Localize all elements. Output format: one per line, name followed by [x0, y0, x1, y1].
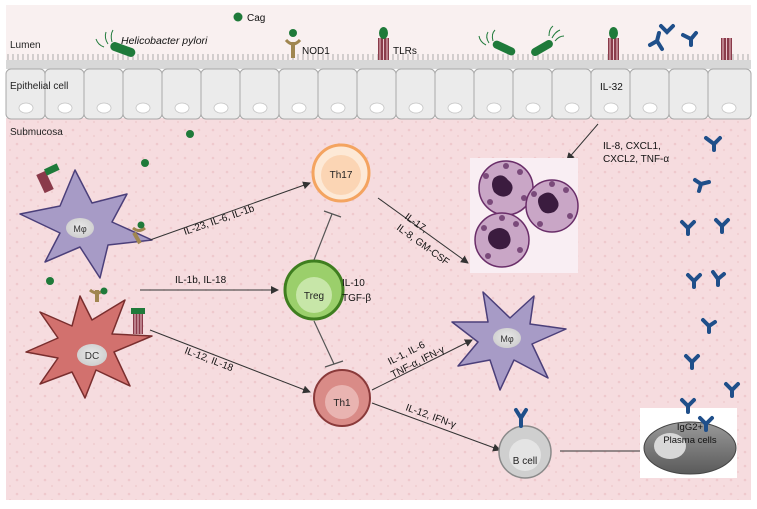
submucosa-label: Submucosa [10, 127, 63, 138]
epithelium [5, 54, 752, 120]
antibody-icon [724, 382, 740, 398]
b-cell [498, 408, 552, 479]
th17-label: Th17 [330, 170, 353, 181]
plasma-cell [643, 421, 737, 475]
epithelial-label: Epithelial cell [10, 81, 68, 92]
tgfb-label: TGF-β [342, 293, 371, 304]
bacterium-icon [531, 25, 565, 56]
cag-icon [186, 130, 194, 138]
dendritic-cell [25, 287, 153, 399]
dc-label: DC [85, 351, 99, 362]
treg-label: Treg [304, 291, 324, 302]
treg-cell [283, 259, 345, 321]
cag-icon [46, 277, 54, 285]
cag-label: Cag [247, 13, 265, 24]
tlrs-label: TLRs [393, 46, 417, 57]
tlr-receptor-icon [131, 308, 145, 334]
submucosa-region [6, 118, 751, 500]
macrophage-cell [19, 163, 153, 279]
il1b-label: IL-1b, IL-18 [175, 275, 227, 286]
tlr-receptor-icon [721, 38, 732, 60]
arrow-th17-neutrophil [377, 197, 469, 264]
antibody-icon [686, 273, 702, 289]
nod1-receptor-icon [132, 221, 146, 245]
nod1-receptor-icon [89, 287, 108, 302]
neutrophil-cell [525, 179, 579, 233]
macrophage-right-label: Mφ [500, 334, 513, 344]
antibody-icon [684, 354, 700, 370]
inhibition-lines [313, 210, 344, 368]
lumen-label: Lumen [10, 40, 41, 51]
arrow-th1-macrophage [371, 339, 473, 391]
antibody-icon [693, 178, 711, 193]
antibody-icon [680, 220, 696, 236]
nod1-receptor-icon [284, 29, 302, 58]
il10-label: IL-10 [342, 278, 365, 289]
antibody-icon [648, 31, 664, 51]
tlr-receptor-icon [378, 27, 389, 60]
arrow-epithelium-neutrophil [566, 123, 599, 161]
il8-line2-label: CXCL2, TNF-α [603, 154, 669, 165]
nod1-label: NOD1 [302, 46, 330, 57]
il8-line1-label: IL-8, CXCL1, [603, 141, 661, 152]
antibody-icon [701, 318, 717, 334]
th1-label: Th1 [333, 398, 351, 409]
antibody-icon [711, 270, 726, 287]
antibody-icon [659, 24, 675, 35]
antibody-icon [514, 408, 528, 428]
antibody-icon [714, 218, 730, 234]
plasma-line2-label: Plasma cells [663, 435, 717, 446]
macrophage-cell [451, 291, 567, 391]
antibody-icon [704, 136, 722, 152]
tlr-receptor-icon [608, 27, 619, 60]
bacterium-icon [478, 29, 516, 56]
antibody-icon [681, 31, 698, 47]
th17-cell [311, 143, 371, 203]
arrow-th1-bcell [371, 402, 501, 452]
arrow-dc-th1 [149, 329, 311, 394]
neutrophil-cell [474, 212, 530, 268]
cag-icon [233, 12, 243, 22]
macrophage-top-label: Mφ [73, 224, 86, 234]
bacteria-label: Helicobacter pylori [121, 35, 208, 47]
cag-icon [141, 159, 149, 167]
bcell-label: B cell [513, 456, 537, 467]
antibody-icon [680, 398, 696, 414]
antibody-icon [698, 416, 714, 432]
neutrophil-cell [478, 160, 534, 216]
bacterium-icon [95, 29, 136, 57]
arrow-mac-th17 [149, 181, 311, 241]
th1-cell [313, 369, 371, 427]
tlr-receptor-icon [36, 163, 60, 194]
il32-label: IL-32 [600, 82, 623, 93]
plasma-line1-label: IgG2+ [677, 422, 704, 433]
